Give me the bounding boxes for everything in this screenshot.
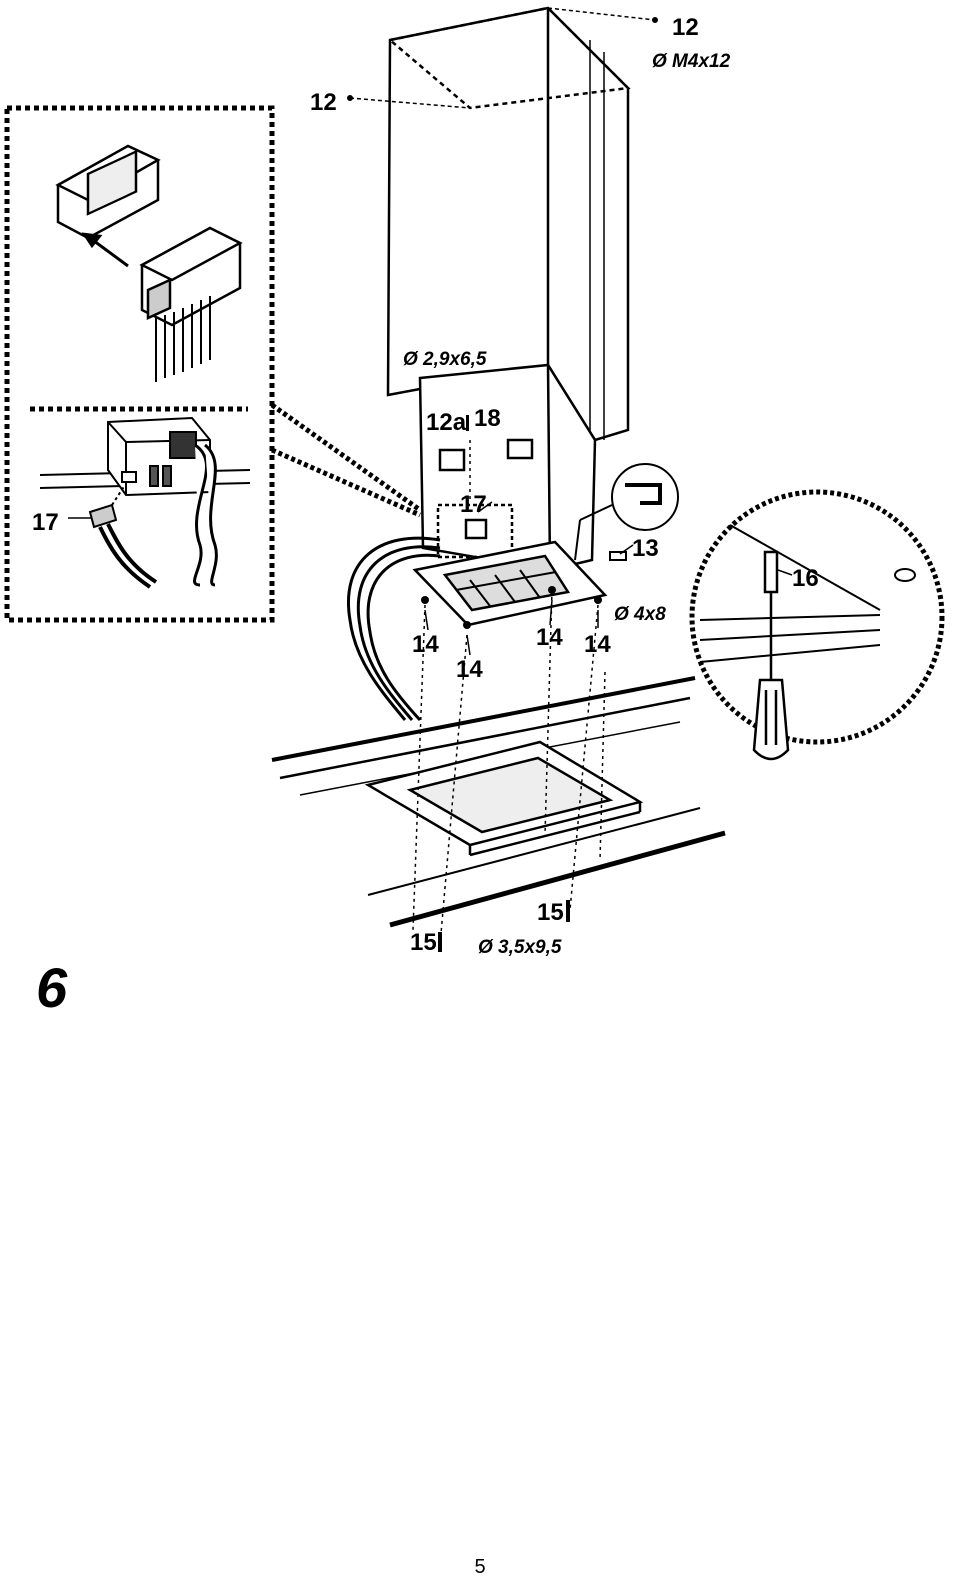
label-dim-2-9x6-5: Ø 2,9x6,5 bbox=[403, 349, 487, 370]
screw-alignment-lines bbox=[412, 440, 606, 946]
label-part-14-d: 14 bbox=[584, 631, 611, 658]
step-number: 6 bbox=[36, 956, 68, 1019]
terminal-block-illustration bbox=[39, 416, 251, 589]
label-screw-12-left: 12 bbox=[310, 89, 337, 116]
screw-markers bbox=[347, 17, 658, 952]
label-part-17-inset: 17 bbox=[32, 509, 59, 536]
label-part-16: 16 bbox=[792, 565, 819, 592]
label-part-15-a: 15 bbox=[410, 929, 437, 956]
label-leaders bbox=[68, 501, 793, 656]
ceiling-plate bbox=[271, 676, 726, 928]
page-number: 5 bbox=[474, 1556, 486, 1578]
screwdriver-detail-callout bbox=[689, 489, 945, 761]
label-part-13: 13 bbox=[632, 535, 659, 562]
assembly-diagram: 12 Ø M4x12 12 Ø 2,9x6,5 12a 18 17 17 13 … bbox=[4, 6, 945, 958]
filter-tray bbox=[412, 540, 608, 627]
label-dim-m4x12: Ø M4x12 bbox=[652, 51, 731, 72]
chimney-column bbox=[349, 6, 656, 442]
clip-detail-callout bbox=[574, 463, 679, 561]
label-part-12a: 12a bbox=[426, 409, 467, 436]
power-cable bbox=[347, 536, 441, 722]
label-part-14-c: 14 bbox=[536, 624, 563, 651]
connector-plug-illustration bbox=[55, 144, 243, 382]
label-part-14-a: 14 bbox=[412, 631, 439, 658]
label-dim-4x8: Ø 4x8 bbox=[614, 604, 666, 625]
label-part-17-main: 17 bbox=[460, 491, 487, 518]
label-part-18: 18 bbox=[474, 405, 501, 432]
inset-panel bbox=[4, 105, 275, 623]
label-dim-3-5x9-5: Ø 3,5x9,5 bbox=[478, 937, 562, 958]
inset-leader-lines bbox=[270, 402, 422, 518]
label-part-14-b: 14 bbox=[456, 656, 483, 683]
label-part-15-b: 15 bbox=[537, 899, 564, 926]
label-screw-12-top: 12 bbox=[672, 14, 699, 41]
